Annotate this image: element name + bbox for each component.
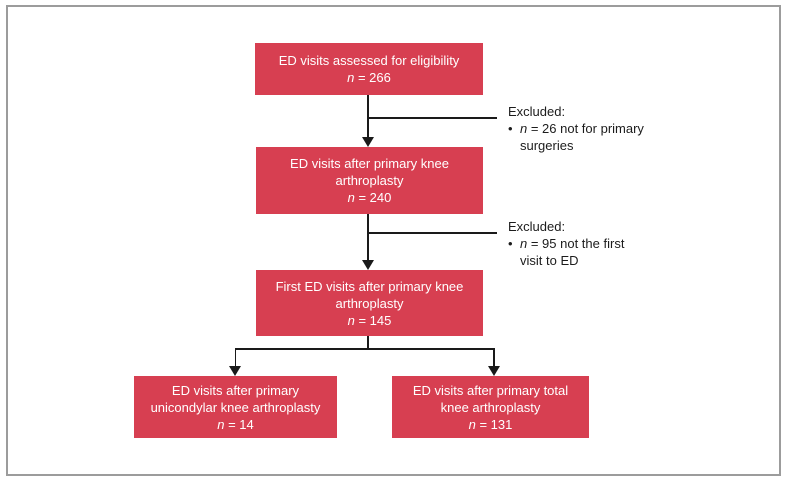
flow-box-primary-knee: ED visits after primary knee arthroplast… (256, 147, 483, 214)
connector-branch-2 (368, 232, 497, 234)
connector-right-arm (493, 348, 495, 367)
flow-box-count: n = 131 (468, 416, 513, 432)
exclusion-line2: surgeries (520, 138, 574, 153)
flow-box-label: ED visits assessed for eligibility (278, 53, 460, 68)
flow-box-count: n = 14 (217, 416, 254, 432)
exclusion-title: Excluded: (508, 104, 566, 119)
bullet-icon: • (508, 236, 513, 251)
flow-box-label: ED visits after primary total knee arthr… (412, 382, 569, 415)
arrowhead-down-icon (362, 260, 374, 270)
connector-left-arm (234, 348, 236, 367)
connector-split-bar (235, 348, 494, 350)
connector-branch-1 (368, 117, 497, 119)
figure-frame (6, 5, 781, 476)
exclusion-item: • n = 26 not for primary surgeries (508, 120, 683, 154)
flow-box-count: n = 240 (347, 190, 392, 205)
flow-box-first-visits: First ED visits after primary knee arthr… (256, 270, 483, 336)
connector-line-1 (367, 95, 369, 138)
arrowhead-down-icon (229, 366, 241, 376)
connector-stub (367, 336, 369, 350)
connector-line-2 (367, 214, 369, 260)
exclusion-note-2: Excluded: • n = 95 not the first visit t… (508, 218, 683, 269)
flow-box-label: ED visits after primary knee arthroplast… (290, 156, 449, 188)
flow-box-count: n = 266 (347, 70, 391, 85)
exclusion-title: Excluded: (508, 219, 566, 234)
arrowhead-down-icon (488, 366, 500, 376)
exclusion-item: • n = 95 not the first visit to ED (508, 235, 683, 269)
bullet-icon: • (508, 121, 513, 136)
flow-box-count: n = 145 (347, 312, 392, 328)
exclusion-line1: n = 95 not the first (520, 236, 625, 251)
flow-box-label: ED visits after primary unicondylar knee… (150, 382, 321, 415)
flow-box-label: First ED visits after primary knee arthr… (275, 278, 464, 311)
flow-box-unicondylar: ED visits after primary unicondylar knee… (134, 376, 337, 438)
exclusion-line2: visit to ED (520, 253, 579, 268)
flow-box-eligibility: ED visits assessed for eligibility n = 2… (255, 43, 483, 95)
exclusion-line1: n = 26 not for primary (520, 121, 644, 136)
exclusion-note-1: Excluded: • n = 26 not for primary surge… (508, 103, 683, 154)
arrowhead-down-icon (362, 137, 374, 147)
flow-box-total-knee: ED visits after primary total knee arthr… (392, 376, 589, 438)
